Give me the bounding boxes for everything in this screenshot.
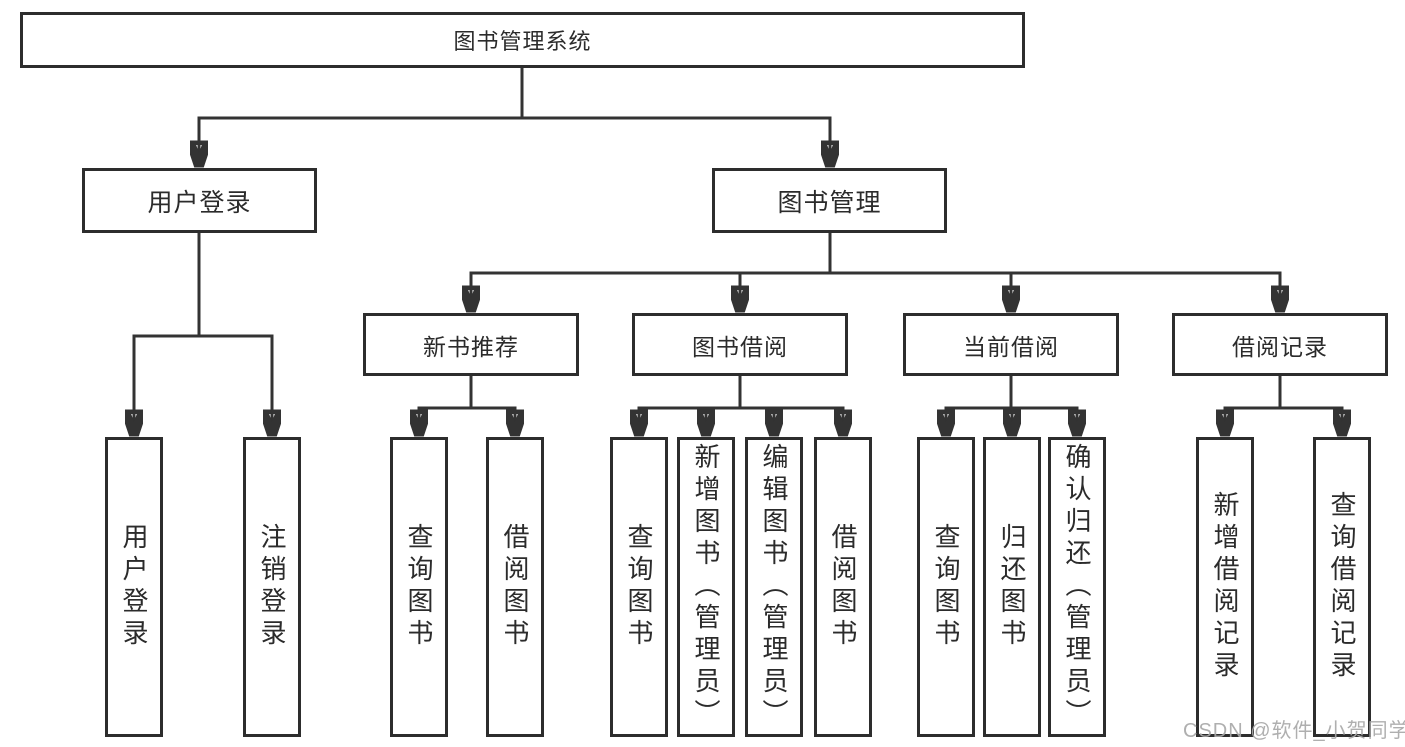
leaf-user-login: 用户登录 bbox=[105, 437, 163, 737]
node-book-borrow: 图书借阅 bbox=[632, 313, 848, 376]
leaf-query-books-recommend: 查询图书 bbox=[390, 437, 448, 737]
leaf-borrow-books-label: 借阅图书 bbox=[828, 523, 858, 651]
node-borrow-records: 借阅记录 bbox=[1172, 313, 1388, 376]
node-library-system: 图书管理系统 bbox=[20, 12, 1025, 68]
leaf-add-borrow-record-label: 新增借阅记录 bbox=[1210, 491, 1240, 683]
node-current-borrow: 当前借阅 bbox=[903, 313, 1119, 376]
leaf-query-books-borrow: 查询图书 bbox=[610, 437, 668, 737]
node-book-borrow-label: 图书借阅 bbox=[692, 333, 788, 360]
leaf-borrow-books: 借阅图书 bbox=[814, 437, 872, 737]
leaf-query-books-current-label: 查询图书 bbox=[931, 523, 961, 651]
leaf-borrow-books-recommend-label: 借阅图书 bbox=[500, 523, 530, 651]
leaf-edit-book-admin: 编辑图书（管理员） bbox=[745, 437, 803, 737]
node-current-borrow-label: 当前借阅 bbox=[963, 333, 1059, 360]
node-borrow-records-label: 借阅记录 bbox=[1232, 333, 1328, 360]
leaf-confirm-return-admin-label: 确认归还（管理员） bbox=[1062, 443, 1092, 731]
leaf-query-borrow-record: 查询借阅记录 bbox=[1313, 437, 1371, 737]
csdn-watermark: CSDN @软件_小贺同学 bbox=[1183, 720, 1405, 742]
leaf-query-books-current: 查询图书 bbox=[917, 437, 975, 737]
leaf-return-book: 归还图书 bbox=[983, 437, 1041, 737]
node-library-system-label: 图书管理系统 bbox=[453, 29, 592, 54]
leaf-add-book-admin-label: 新增图书（管理员） bbox=[691, 443, 721, 731]
leaf-logout: 注销登录 bbox=[243, 437, 301, 737]
leaf-add-book-admin: 新增图书（管理员） bbox=[677, 437, 735, 737]
leaf-add-borrow-record: 新增借阅记录 bbox=[1196, 437, 1254, 737]
leaf-confirm-return-admin: 确认归还（管理员） bbox=[1048, 437, 1106, 737]
leaf-query-borrow-record-label: 查询借阅记录 bbox=[1327, 491, 1357, 683]
leaf-borrow-books-recommend: 借阅图书 bbox=[486, 437, 544, 737]
node-book-management: 图书管理 bbox=[712, 168, 947, 233]
leaf-query-books-recommend-label: 查询图书 bbox=[404, 523, 434, 651]
leaf-user-login-label: 用户登录 bbox=[119, 523, 149, 651]
node-new-book-recommend-label: 新书推荐 bbox=[423, 333, 519, 360]
node-user-login-label: 用户登录 bbox=[147, 188, 252, 217]
leaf-query-books-borrow-label: 查询图书 bbox=[624, 523, 654, 651]
leaf-logout-label: 注销登录 bbox=[257, 523, 287, 651]
leaf-return-book-label: 归还图书 bbox=[997, 523, 1027, 651]
node-book-management-label: 图书管理 bbox=[777, 188, 882, 217]
node-new-book-recommend: 新书推荐 bbox=[363, 313, 579, 376]
node-user-login: 用户登录 bbox=[82, 168, 317, 233]
leaf-edit-book-admin-label: 编辑图书（管理员） bbox=[759, 443, 789, 731]
